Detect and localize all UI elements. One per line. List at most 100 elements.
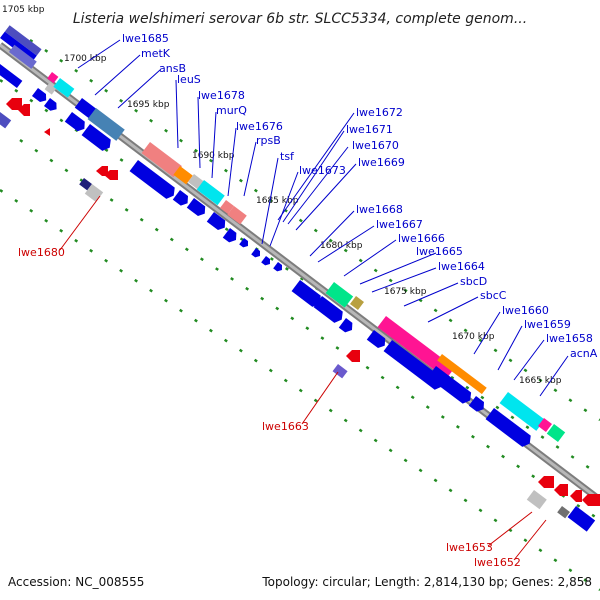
gene-feature	[499, 392, 545, 431]
accession-text: Accession: NC_008555	[8, 575, 144, 589]
gene-arrow-reverse	[582, 494, 600, 506]
gene-arrow	[64, 112, 85, 132]
gene-arrow	[206, 212, 226, 231]
gene-label: lwe1658	[546, 332, 593, 345]
gene-arrow	[273, 262, 282, 272]
dotted-guides	[0, 38, 600, 592]
gene-label: tsf	[280, 150, 295, 163]
gene-arrow	[338, 318, 353, 333]
gene-arrow	[427, 366, 472, 404]
gene-label: lwe1659	[524, 318, 571, 331]
gene-arrow	[291, 280, 321, 307]
gene-feature	[141, 142, 182, 178]
gene-feature	[526, 490, 547, 510]
gene-label: sbcD	[460, 275, 487, 288]
gene-label: lwe1660	[502, 304, 549, 317]
gene-arrow	[485, 408, 531, 447]
gene-arrow-reverse	[96, 166, 108, 176]
gene-feature	[325, 282, 354, 308]
gene-feature	[0, 63, 23, 89]
gene-arrow-reverse	[554, 484, 568, 496]
gene-labels-blue: lwe1685 metK ansB leuS lwe1678 murQ lwe1…	[122, 32, 598, 360]
gene-label: sbcC	[480, 289, 507, 302]
gene-label: lwe1665	[416, 245, 463, 258]
gene-arrow	[366, 330, 386, 349]
gene-feature	[0, 112, 12, 129]
gene-arrow	[81, 124, 111, 151]
gene-label: lwe1673	[299, 164, 346, 177]
gene-arrow	[222, 228, 237, 243]
tick-label: 1675 kbp	[384, 287, 427, 297]
gene-arrow-reverse	[44, 128, 50, 136]
gene-feature	[47, 72, 59, 84]
gene-label: rpsB	[256, 134, 281, 147]
gene-label: lwe1652	[474, 556, 521, 569]
gene-arrow-reverse	[18, 104, 30, 116]
gene-feature	[44, 82, 58, 95]
gene-label: lwe1653	[446, 541, 493, 554]
gene-label: lwe1664	[438, 260, 485, 273]
gene-label: lwe1670	[352, 139, 399, 152]
tick-label: 1665 kbp	[519, 376, 562, 386]
gene-arrow	[186, 198, 206, 217]
gene-feature	[8, 44, 37, 69]
gene-arrow	[172, 190, 188, 206]
gene-feature	[537, 418, 552, 433]
gene-arrow-reverse	[6, 98, 22, 110]
gene-arrow-reverse	[104, 170, 118, 180]
gene-arrow-reverse	[346, 350, 360, 362]
gene-label: lwe1663	[262, 420, 309, 433]
gene-feature	[0, 31, 37, 63]
tick-label: 1670 kbp	[452, 332, 495, 342]
gene-feature	[4, 25, 42, 56]
gene-label: acnA	[570, 347, 598, 360]
tick-label: 1705 kbp	[2, 5, 45, 15]
gene-arrow	[129, 160, 175, 199]
gene-arrow	[31, 88, 47, 103]
gene-arrow	[261, 256, 270, 266]
gene-label: lwe1678	[198, 89, 245, 102]
gene-label: ansB	[159, 62, 186, 75]
gene-arrow	[313, 296, 343, 323]
gene-arrow	[468, 396, 484, 412]
gene-feature	[557, 505, 570, 519]
gene-arrow-reverse	[570, 490, 582, 502]
gene-label: lwe1666	[398, 232, 445, 245]
gene-feature	[332, 364, 348, 379]
tick-label: 1695 kbp	[127, 100, 170, 110]
gene-feature	[79, 178, 92, 191]
genome-summary-text: Topology: circular; Length: 2,814,130 bp…	[261, 575, 592, 589]
gene-arrow-reverse	[538, 476, 554, 488]
gene-feature	[377, 316, 455, 379]
gene-feature	[437, 354, 487, 395]
gene-label: lwe1667	[376, 218, 423, 231]
tick-label: 1680 kbp	[320, 241, 363, 251]
gene-features	[0, 25, 600, 532]
gene-feature	[546, 424, 566, 443]
gene-label: metK	[141, 47, 171, 60]
gene-arrow	[251, 248, 260, 258]
tick-label: 1685 kbp	[256, 196, 299, 206]
gene-label: lwe1668	[356, 203, 403, 216]
gene-arrow	[43, 98, 57, 111]
tick-label: 1700 kbp	[64, 54, 107, 64]
map-title: Listeria welshimeri serovar 6b str. SLCC…	[73, 11, 527, 27]
gene-label: lwe1676	[236, 120, 283, 133]
gene-feature	[219, 200, 234, 215]
gene-feature	[196, 180, 225, 206]
gene-label: lwe1672	[356, 106, 403, 119]
gene-label: lwe1680	[18, 246, 65, 259]
gene-label: murQ	[216, 104, 247, 117]
gene-label: leuS	[177, 73, 201, 86]
gene-feature	[567, 506, 596, 532]
blue-leader-lines	[77, 39, 569, 397]
gene-labels-red: lwe1680 lwe1663 lwe1653 lwe1652	[18, 246, 521, 569]
gene-feature	[349, 296, 364, 311]
gene-feature	[187, 174, 204, 190]
gene-feature	[173, 166, 193, 185]
gene-feature	[53, 78, 75, 98]
red-leader-lines	[59, 195, 547, 561]
gene-label: lwe1671	[346, 123, 393, 136]
